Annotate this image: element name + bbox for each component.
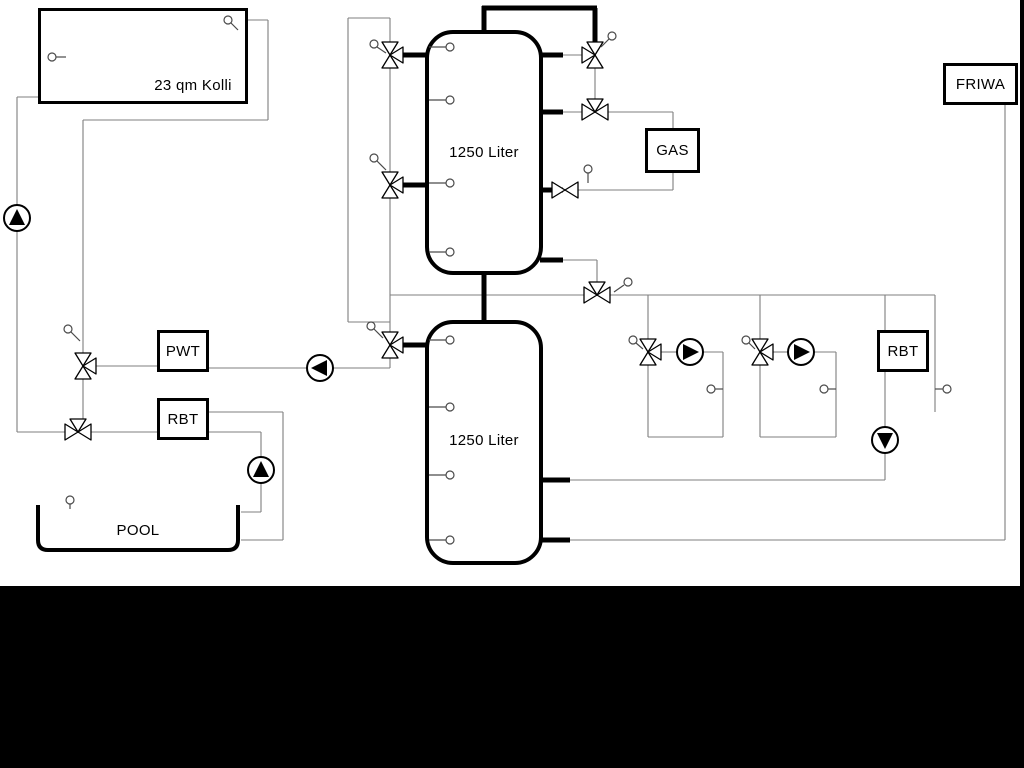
pwt-label: PWT xyxy=(165,342,201,360)
solar-collector-box: 23 qm Kolli xyxy=(38,8,248,104)
temperature-sensors xyxy=(47,15,952,545)
solar-pump-icon xyxy=(3,204,31,232)
pwt-heat-exchanger-box: PWT xyxy=(157,330,209,372)
temperature-sensor-icon xyxy=(429,247,455,257)
temperature-sensor-icon xyxy=(429,42,455,52)
temperature-sensor-icon xyxy=(429,470,455,480)
distribution-valve-icon xyxy=(583,281,611,304)
friwa-station-box: FRIWA xyxy=(943,63,1018,105)
pipes-thin xyxy=(16,17,1006,541)
pool-basin xyxy=(36,505,240,552)
temperature-sensor-icon xyxy=(366,321,384,339)
tank-lower-charge-valve-icon xyxy=(381,331,404,359)
temperature-sensor-icon xyxy=(429,95,455,105)
heating-circuit-1-pump-icon xyxy=(676,338,704,366)
temperature-sensor-icon xyxy=(613,277,633,293)
heating-circuit-2-pump-icon xyxy=(787,338,815,366)
temperature-sensor-icon xyxy=(706,384,723,394)
temperature-sensor-icon xyxy=(600,31,617,48)
friwa-label: FRIWA xyxy=(955,75,1006,93)
temperature-sensor-icon xyxy=(628,335,644,350)
temperature-sensor-icon xyxy=(63,324,81,342)
temperature-sensor-icon xyxy=(429,402,455,412)
rbt-left-heat-exchanger-box: RBT xyxy=(157,398,209,440)
temperature-sensor-icon xyxy=(429,178,455,188)
temperature-sensor-icon xyxy=(369,39,387,54)
gas-boiler-box: GAS xyxy=(645,128,700,173)
letterbox-bottom xyxy=(0,586,1024,768)
tank-mid-charge-valve-icon xyxy=(381,171,404,199)
boiler-top-valve-icon xyxy=(581,41,604,69)
rbt-circuit-pump-icon xyxy=(871,426,899,454)
temperature-sensor-icon xyxy=(583,164,593,183)
boiler-return-valve-icon xyxy=(551,181,579,199)
heating-circuit-2-mixing-valve-icon xyxy=(751,338,774,366)
heating-circuit-1-mixing-valve-icon xyxy=(639,338,662,366)
pipes-thick xyxy=(403,5,598,543)
temperature-sensor-icon xyxy=(741,335,756,350)
pool-pump-icon xyxy=(247,456,275,484)
rbt-right-heat-exchanger-box: RBT xyxy=(877,330,929,372)
temperature-sensor-icon xyxy=(429,535,455,545)
tank-bottom-label: 1250 Liter xyxy=(449,432,519,449)
temperature-sensor-icon xyxy=(819,384,836,394)
buffer-charge-pump-icon xyxy=(306,354,334,382)
letterbox-right xyxy=(1020,0,1024,586)
boiler-flow-valve-icon xyxy=(581,98,609,121)
tank-top-charge-valve-icon xyxy=(381,41,404,69)
gas-label: GAS xyxy=(656,142,689,159)
buffer-tank-top xyxy=(425,30,543,275)
pool-label: POOL xyxy=(116,522,160,539)
buffer-tank-bottom xyxy=(425,320,543,565)
temperature-sensor-icon xyxy=(429,335,455,345)
solar-pwt-valve-icon xyxy=(74,352,97,380)
temperature-sensor-icon xyxy=(223,15,239,31)
temperature-sensor-icon xyxy=(369,153,387,171)
diagram-canvas: 23 qm Kolli 1250 Liter 1250 Liter PWT RB… xyxy=(0,0,1020,586)
solar-rbt-valve-icon xyxy=(64,418,92,441)
temperature-sensor-icon xyxy=(47,52,66,62)
hydraulic-scheme xyxy=(3,5,1006,565)
collector-label: 23 qm Kolli xyxy=(154,77,232,94)
temperature-sensor-icon xyxy=(65,495,75,509)
rbt-left-label: RBT xyxy=(167,410,199,428)
rbt-right-label: RBT xyxy=(887,342,919,360)
temperature-sensor-icon xyxy=(935,384,952,394)
tank-top-label: 1250 Liter xyxy=(449,144,519,161)
